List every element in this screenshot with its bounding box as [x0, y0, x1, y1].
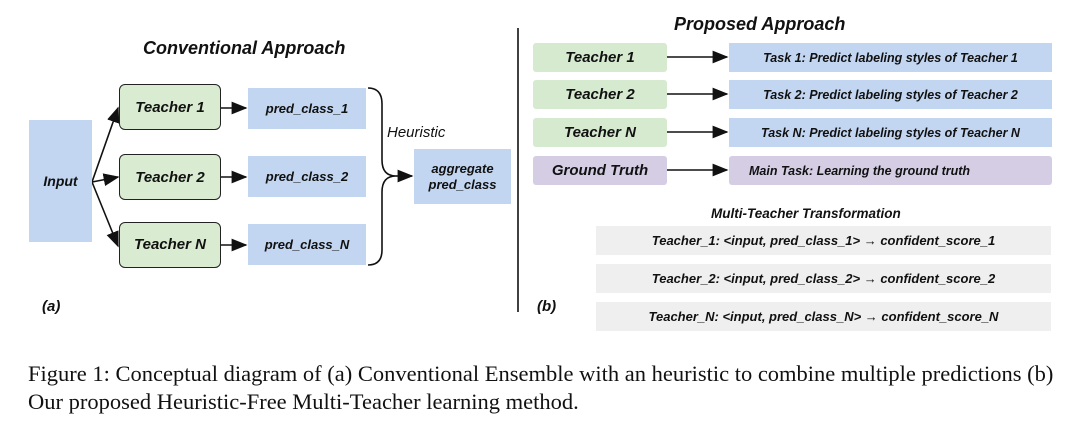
- proposed-source-ground-truth: Ground Truth: [533, 156, 667, 185]
- proposed-source-2: Teacher 2: [533, 80, 667, 109]
- proposed-task-3: Task N: Predict labeling styles of Teach…: [729, 118, 1052, 147]
- heuristic-brace: [367, 87, 397, 266]
- arrow-input-teacher-1: [91, 106, 120, 183]
- proposed-source-3: Teacher N: [533, 118, 667, 147]
- conventional-teacher-2: Teacher 2: [119, 154, 221, 200]
- pred-class-1: pred_class_1: [248, 88, 366, 129]
- pred-class-n: pred_class_N: [248, 224, 366, 265]
- conventional-teacher-1: Teacher 1: [119, 84, 221, 130]
- aggregate-node: aggregate pred_class: [414, 149, 511, 204]
- proposed-source-1: Teacher 1: [533, 43, 667, 72]
- transform-row-2: Teacher_2: <input, pred_class_2> → confi…: [596, 264, 1051, 293]
- proposed-task-1: Task 1: Predict labeling styles of Teach…: [729, 43, 1052, 72]
- conventional-teacher-n: Teacher N: [119, 222, 221, 268]
- transform-row-3: Teacher_N: <input, pred_class_N> → confi…: [596, 302, 1051, 331]
- input-node: Input: [29, 120, 92, 242]
- transform-row-1: Teacher_1: <input, pred_class_1> → confi…: [596, 226, 1051, 255]
- proposed-main-task: Main Task: Learning the ground truth: [729, 156, 1052, 185]
- transform-title: Multi-Teacher Transformation: [711, 206, 901, 221]
- proposed-title: Proposed Approach: [674, 14, 846, 34]
- heuristic-label: Heuristic: [387, 124, 446, 141]
- figure-caption: Figure 1: Conceptual diagram of (a) Conv…: [28, 361, 1054, 414]
- pred-class-2: pred_class_2: [248, 156, 366, 197]
- panel-label-b: (b): [537, 298, 557, 315]
- arrow-input-teacher-2: [91, 173, 120, 187]
- panel-label-a: (a): [42, 298, 61, 315]
- conventional-title: Conventional Approach: [143, 38, 346, 58]
- arrow-input-teacher-n: [91, 181, 119, 248]
- proposed-task-2: Task 2: Predict labeling styles of Teach…: [729, 80, 1052, 109]
